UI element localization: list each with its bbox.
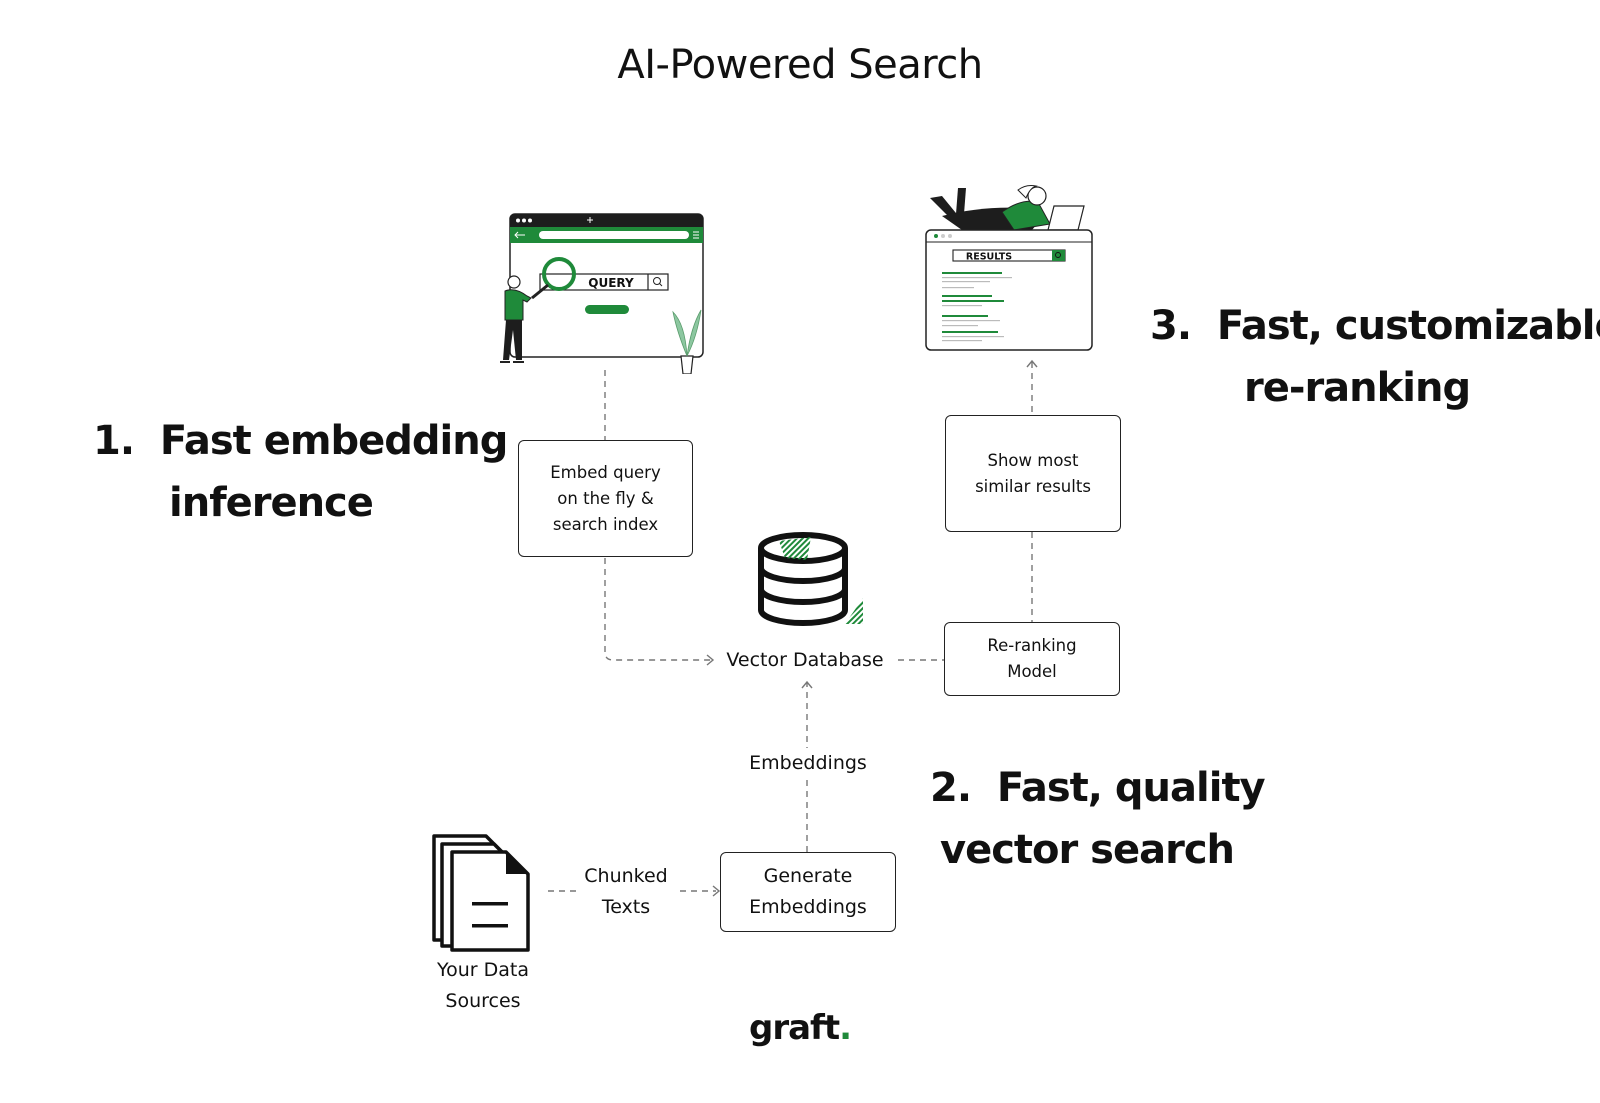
arrowhead-to-results <box>1026 359 1038 368</box>
new-tab-icon <box>587 217 593 223</box>
step-3-number: 3. <box>1150 303 1192 349</box>
step-2-line-2: vector search <box>940 827 1235 873</box>
step-2-line-1: Fast, quality <box>996 765 1266 811</box>
query-search-button <box>585 305 629 314</box>
window-dot-icon <box>528 218 532 223</box>
step-3-heading: 3. Fast, customizable re-ranking <box>1150 295 1600 419</box>
query-address-bar <box>539 231 689 239</box>
graft-logo: graft. <box>748 1008 852 1048</box>
step-3-line-2: re-ranking <box>1244 365 1471 411</box>
menu-icon <box>693 231 699 239</box>
window-dot-icon <box>948 234 952 238</box>
show-results-box: Show most similar results <box>945 415 1121 532</box>
person-icon <box>500 275 532 363</box>
step-1-number: 1. <box>93 418 135 464</box>
window-dot-icon <box>522 218 526 223</box>
database-icon <box>758 532 863 626</box>
reclining-person-icon <box>930 185 1085 231</box>
window-dot-icon <box>941 234 945 238</box>
connector-embed-to-database <box>604 558 712 661</box>
results-search-button <box>1052 250 1065 261</box>
data-sources-label: Your Data Sources <box>437 959 529 1012</box>
results-search-label: RESULTS <box>966 252 1012 263</box>
embed-query-box: Embed query on the fly & search index <box>518 440 693 557</box>
query-search-label: QUERY <box>588 276 634 290</box>
magnifier-icon <box>542 257 576 291</box>
search-icon <box>1055 252 1061 258</box>
search-icon <box>653 277 661 285</box>
back-arrow-icon <box>514 231 525 239</box>
plant-icon <box>672 309 702 374</box>
generate-embeddings-box: Generate Embeddings <box>720 852 896 932</box>
diagram-title: AI-Powered Search <box>617 42 983 88</box>
step-2-number: 2. <box>930 765 972 811</box>
step-1-heading: 1. Fast embedding inference <box>93 410 508 534</box>
embeddings-label: Embeddings <box>738 748 878 779</box>
chunked-texts-label: Chunked Texts <box>576 861 676 923</box>
result-lines <box>942 272 1012 342</box>
query-browser-titlebar <box>510 214 703 227</box>
step-3-line-1: Fast, customizable <box>1216 303 1600 349</box>
step-1-line-1: Fast embedding <box>159 418 508 464</box>
arrowhead-embeddings-up <box>801 680 813 689</box>
results-illustration: RESULTS <box>925 185 1093 351</box>
arrowhead-to-database <box>706 654 715 666</box>
window-dot-icon <box>934 234 938 238</box>
window-dot-icon <box>516 218 520 223</box>
reranking-model-box: Re-ranking Model <box>944 622 1120 696</box>
step-1-line-2: inference <box>169 480 374 526</box>
documents-icon <box>432 834 530 952</box>
vector-database-label: Vector Database <box>726 649 884 671</box>
step-2-heading: 2. Fast, quality vector search <box>930 757 1266 881</box>
query-illustration: QUERY <box>500 213 704 374</box>
arrowhead-to-generate <box>712 885 721 897</box>
